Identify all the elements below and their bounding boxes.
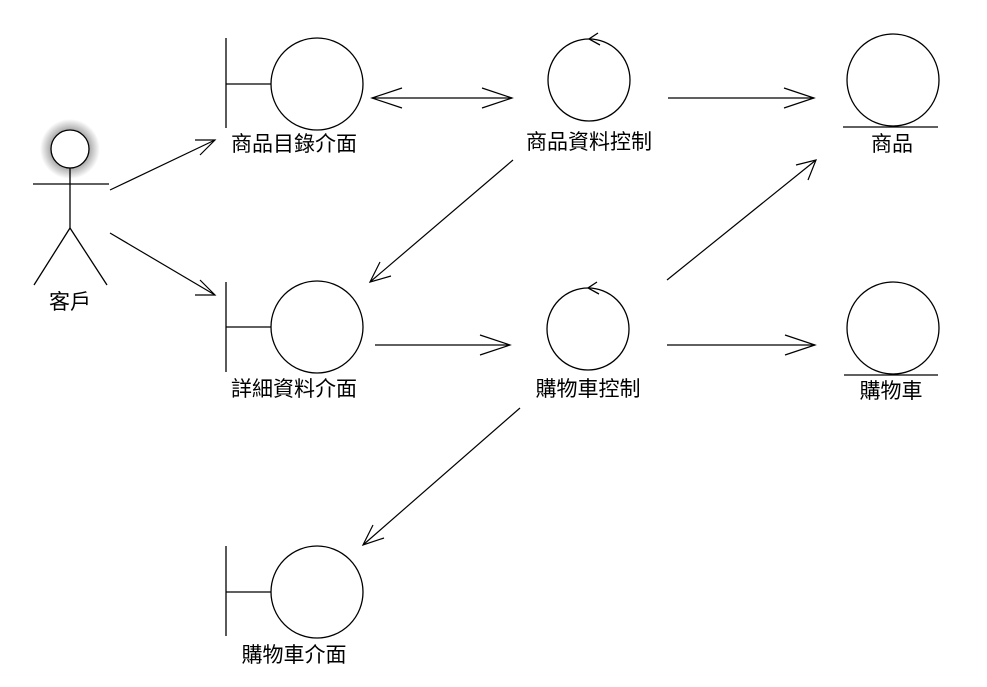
cart-ui-label: 購物車介面: [241, 643, 347, 667]
arrow-cart-control-to-cart-ui: [361, 407, 521, 547]
product-control-label: 商品資料控制: [526, 130, 652, 154]
arrow-cart-control-to-product: [666, 159, 817, 281]
entity-cart-icon[interactable]: [844, 281, 940, 376]
arrow-product-control-to-detail-ui: [368, 159, 514, 283]
control-product-icon[interactable]: [547, 32, 631, 122]
arrow-product-control-to-product: [668, 87, 816, 109]
actor-customer-label: 客戶: [49, 290, 91, 314]
boundary-detail-ui-icon[interactable]: [225, 280, 364, 374]
cart-entity-label: 購物車: [859, 379, 923, 403]
catalog-ui-label: 商品目錄介面: [231, 132, 357, 156]
boundary-cart-ui-icon[interactable]: [225, 545, 364, 639]
arrow-detail-ui-to-cart-control: [375, 334, 512, 356]
actor-customer-icon[interactable]: [33, 119, 109, 286]
arrow-customer-to-detail-ui: [109, 232, 217, 296]
arrow-catalog-ui-product-control-bidirectional: [370, 87, 514, 109]
detail-ui-label: 詳細資料介面: [231, 377, 357, 401]
arrow-cart-control-to-cart: [667, 334, 817, 356]
entity-product-icon[interactable]: [843, 33, 940, 128]
product-entity-label: 商品: [871, 132, 913, 156]
arrow-customer-to-catalog-ui: [109, 139, 217, 191]
control-cart-icon[interactable]: [546, 281, 630, 371]
cart-control-label: 購物車控制: [535, 377, 641, 401]
boundary-catalog-ui-icon[interactable]: [225, 37, 364, 131]
